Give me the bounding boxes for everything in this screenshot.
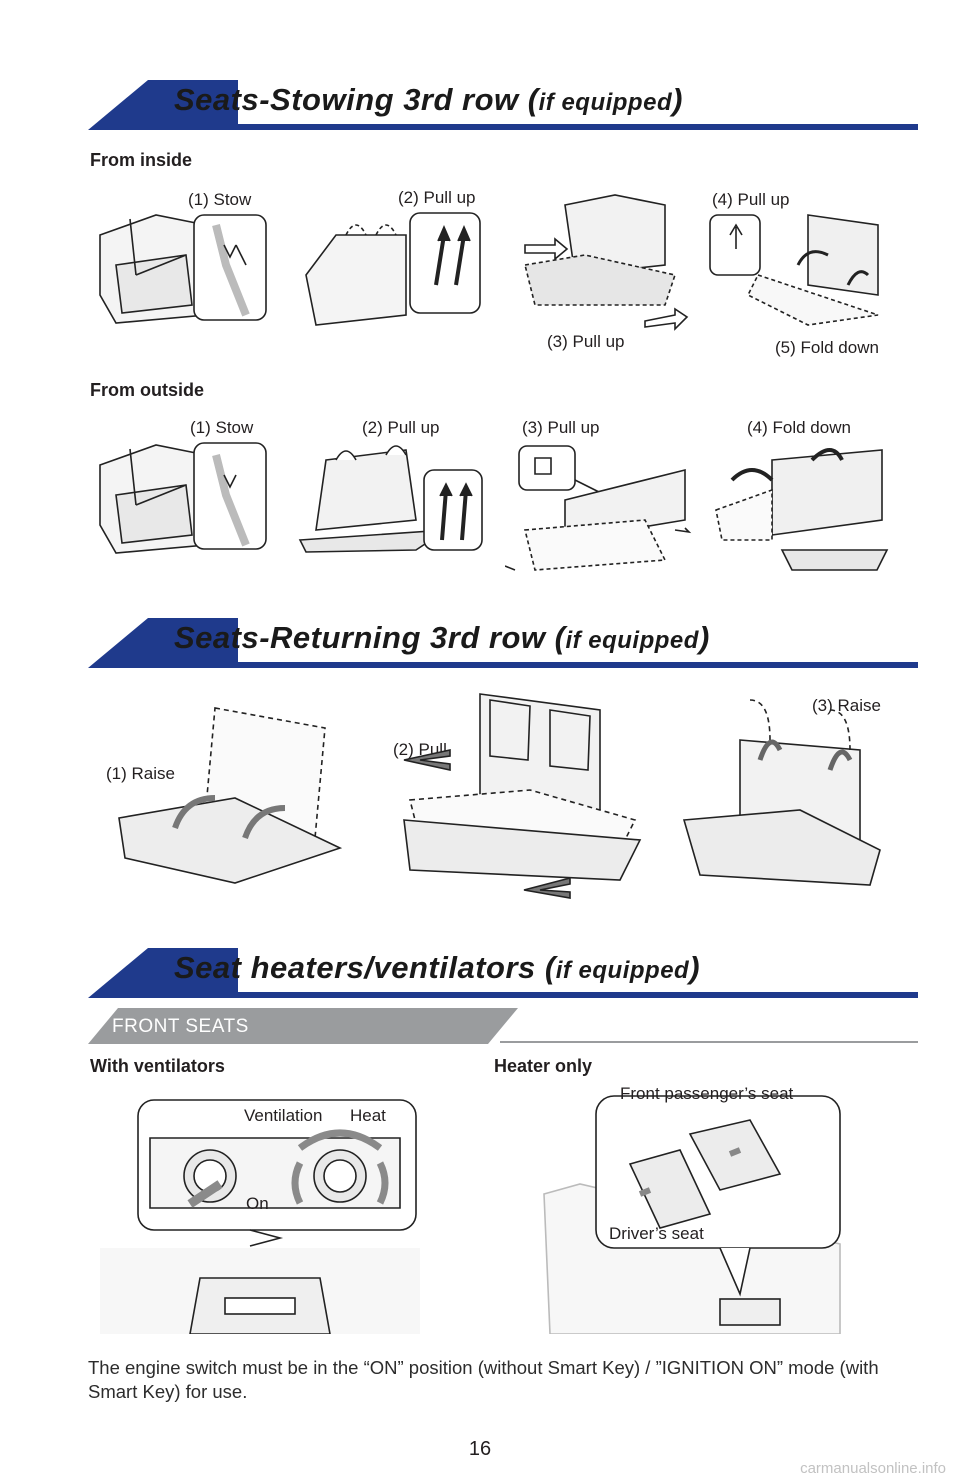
fold-down-illustration	[712, 440, 892, 575]
step-label: (2) Pull up	[398, 188, 476, 207]
stow-belt-outside-illustration	[96, 435, 270, 555]
section-header-stowing: Seats-Stowing 3rd row (if equipped)	[88, 80, 918, 130]
front-passenger-seat-label: Front passenger’s seat	[620, 1084, 794, 1103]
step-label: (1) Stow	[190, 418, 254, 437]
step-label: (4) Fold down	[747, 418, 851, 437]
header-rule	[238, 124, 918, 130]
section-header-returning: Seats-Returning 3rd row (if equipped)	[88, 618, 918, 668]
step-label: (3) Pull up	[522, 418, 600, 437]
from-inside-label: From inside	[90, 150, 193, 170]
usage-note: The engine switch must be in the “ON” po…	[88, 1357, 879, 1402]
ventilation-label: Ventilation	[244, 1106, 323, 1125]
pull-up-cushion-illustration	[515, 185, 695, 335]
on-label: On	[246, 1194, 269, 1213]
with-ventilators-label: With ventilators	[90, 1056, 225, 1076]
watermark: carmanualsonline.info	[800, 1460, 946, 1477]
raise-seatback-illustration	[115, 698, 345, 888]
step-label: (5) Fold down	[775, 338, 879, 357]
header-rule	[238, 662, 918, 668]
step-label: (2) Pull up	[362, 418, 440, 437]
step-label: (1) Stow	[188, 190, 252, 209]
ventilator-panel-illustration	[100, 1098, 420, 1334]
pull-seat-illustration	[400, 690, 645, 900]
heat-label: Heat	[350, 1106, 386, 1125]
pull-up-outside-illustration	[296, 440, 486, 555]
step-label: (3) Pull up	[547, 332, 625, 351]
pull-up-lever-illustration	[505, 440, 700, 580]
from-outside-label: From outside	[90, 380, 205, 400]
front-seats-band: FRONT SEATS	[88, 1008, 518, 1044]
page-number: 16	[468, 1438, 492, 1460]
stow-belt-illustration	[96, 205, 270, 325]
pull-up-headrest-illustration	[296, 205, 482, 335]
front-seats-label: FRONT SEATS	[112, 1016, 249, 1037]
header-rule	[238, 992, 918, 998]
section-header-heaters: Seat heaters/ventilators (if equipped)	[88, 948, 918, 998]
heater-only-label: Heater only	[494, 1056, 593, 1076]
heater-only-panel-illustration	[540, 1094, 860, 1334]
pull-up-fold-illustration	[708, 205, 888, 330]
front-seats-rule	[500, 1041, 918, 1043]
step-label: (1) Raise	[106, 764, 175, 783]
drivers-seat-label: Driver’s seat	[609, 1224, 704, 1243]
raise-headrest-illustration	[680, 690, 885, 895]
section-title: Seats-Returning 3rd row (if equipped)	[174, 620, 710, 655]
section-title: Seat heaters/ventilators (if equipped)	[174, 950, 701, 985]
step-label: (4) Pull up	[712, 190, 790, 209]
step-label: (3) Raise	[812, 696, 881, 715]
section-title: Seats-Stowing 3rd row (if equipped)	[174, 82, 683, 117]
